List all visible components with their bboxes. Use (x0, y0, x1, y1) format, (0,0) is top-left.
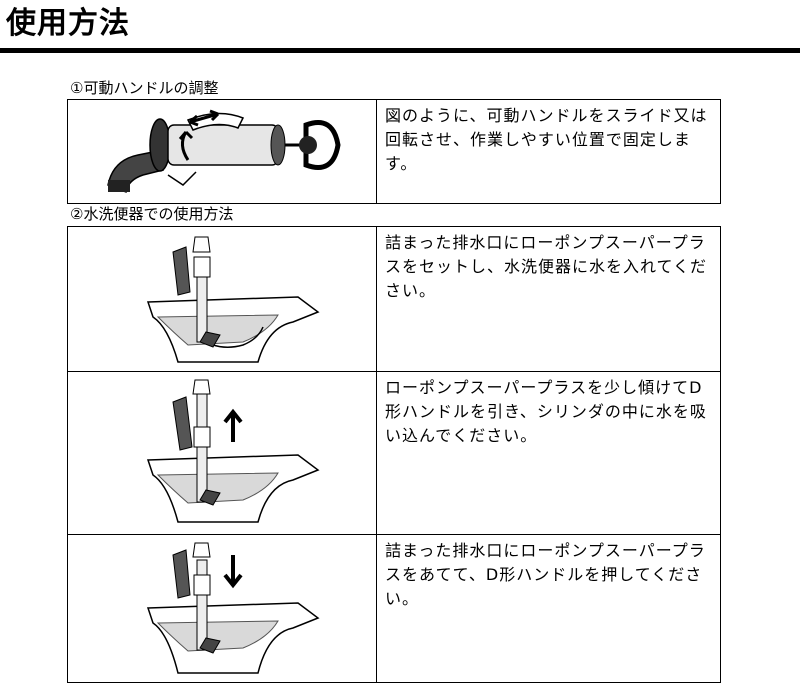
handle-adjust-illustration (67, 99, 377, 204)
up-arrow-icon (223, 408, 243, 442)
down-arrow-icon (223, 555, 243, 589)
pump-handle-adjust-icon (107, 109, 341, 194)
step1-instruction: 詰まった排水口にローポンプスーパープラスをセットし、水洗便器に水を入れてください… (376, 226, 721, 372)
section-label-toilet-usage: ②水洗便器での使用方法 (70, 205, 234, 223)
step2-instruction: ローポンプスーパープラスを少し傾けてD形ハンドルを引き、シリンダの中に水を吸い込… (376, 371, 721, 535)
toilet-usage-table: 詰まった排水口にローポンプスーパープラスをセットし、水洗便器に水を入れてください… (67, 226, 721, 683)
toilet-pump-push-icon (146, 542, 320, 674)
handle-adjust-table: 図のように、可動ハンドルをスライド又は回転させ、作業しやすい位置で固定します。 (67, 99, 721, 204)
section-label-handle-adjust: ①可動ハンドルの調整 (70, 79, 219, 97)
toilet-pump-pull-icon (146, 379, 320, 523)
page-title: 使用方法 (6, 6, 130, 41)
handle-adjust-instruction: 図のように、可動ハンドルをスライド又は回転させ、作業しやすい位置で固定します。 (376, 99, 721, 204)
toilet-pump-set-icon (146, 236, 320, 363)
step3-instruction: 詰まった排水口にローポンプスーパープラスをあてて、D形ハンドルを押してください。 (376, 534, 721, 683)
step2-illustration (67, 371, 377, 535)
step3-illustration (67, 534, 377, 683)
title-underline (0, 48, 800, 53)
step1-illustration (67, 226, 377, 372)
